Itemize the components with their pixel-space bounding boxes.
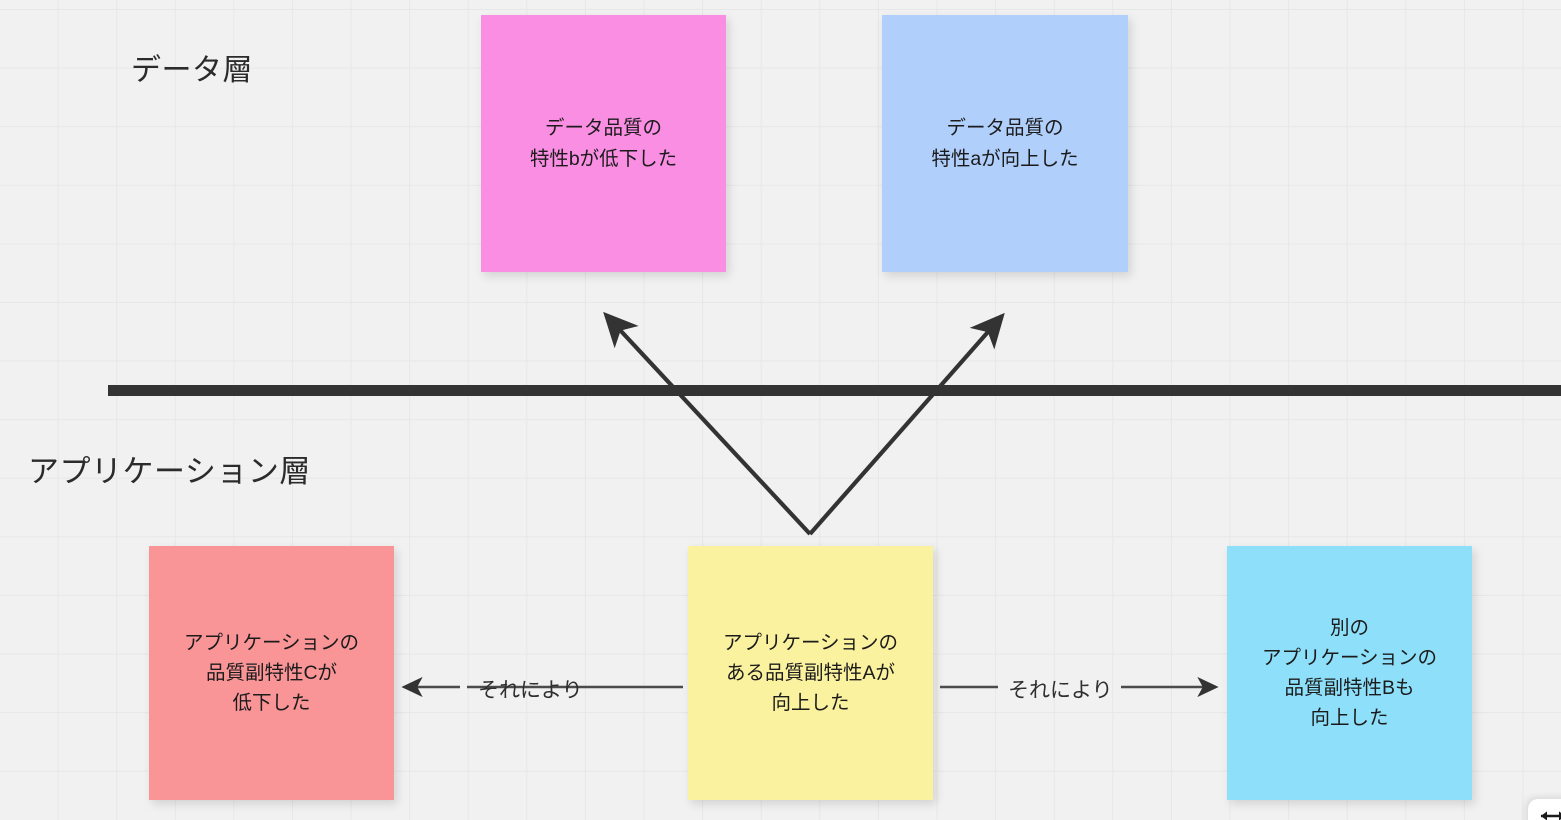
sticky-note-app-sub-characteristic-c[interactable]: アプリケーションの 品質副特性Cが 低下した (149, 546, 394, 800)
connector-label-left: それにより (478, 679, 583, 702)
sticky-note-app-sub-characteristic-b[interactable]: 別の アプリケーションの 品質副特性Bも 向上した (1227, 546, 1472, 800)
sticky-note-data-quality-b[interactable]: データ品質の 特性bが低下した (481, 15, 726, 272)
horizontal-resize-icon[interactable] (1536, 808, 1561, 820)
sticky-note-data-quality-a[interactable]: データ品質の 特性aが向上した (882, 15, 1128, 272)
layer-divider-bar (108, 385, 1561, 396)
connector-label-right: それにより (1008, 679, 1113, 702)
application-layer-label: アプリケーション層 (28, 454, 311, 489)
corner-toolbar-panel[interactable] (1528, 799, 1561, 820)
arrow-a-improves-data-a (808, 312, 1005, 536)
arrow-a-improves-data-b (603, 311, 812, 536)
sticky-note-app-sub-characteristic-a[interactable]: アプリケーションの ある品質副特性Aが 向上した (688, 546, 933, 800)
data-layer-label: データ層 (131, 54, 253, 87)
